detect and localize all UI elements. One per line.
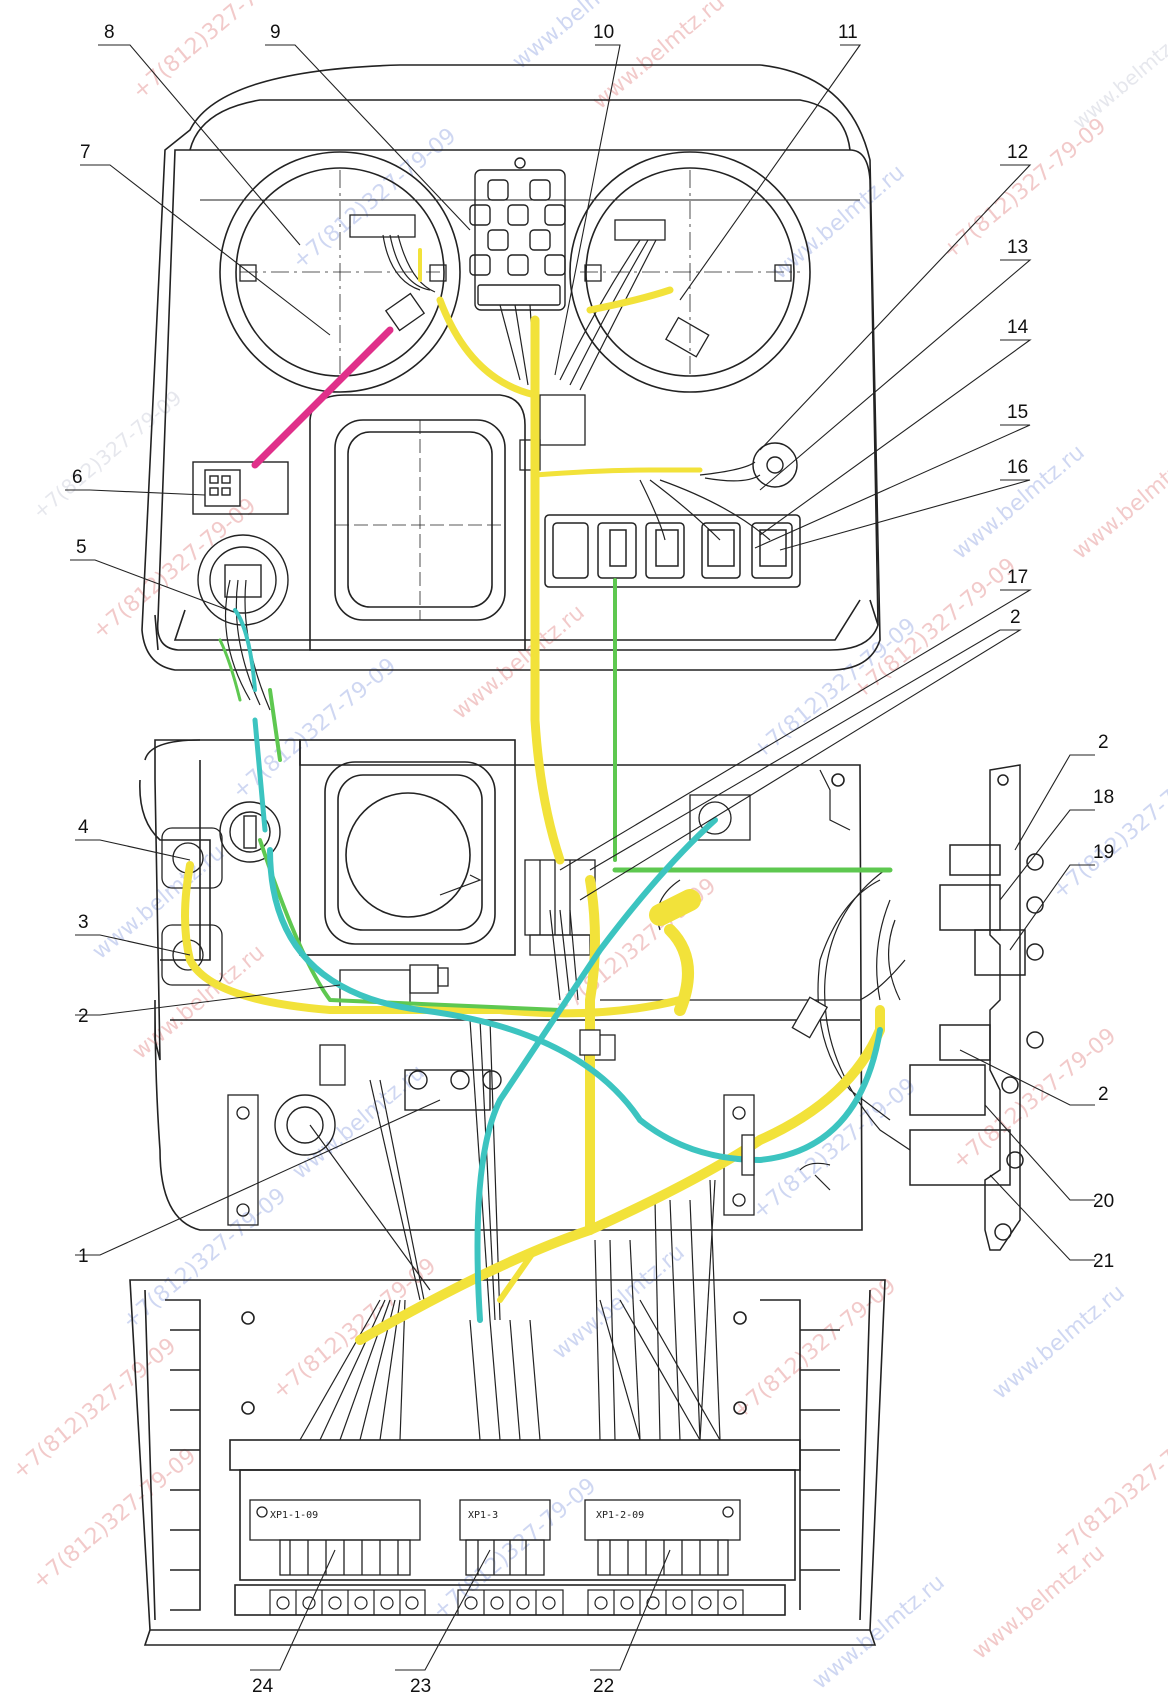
watermark-site: www.belmtz.ru xyxy=(448,600,590,725)
watermark-site: www.belmtz.ru xyxy=(988,1280,1130,1405)
right-gauge xyxy=(569,151,811,393)
callout-18: 18 xyxy=(1093,787,1114,808)
callout-23: 23 xyxy=(410,1676,431,1697)
left-gauge xyxy=(219,151,461,393)
yellow-harness xyxy=(181,248,885,1345)
callout-1: 1 xyxy=(78,1246,89,1267)
watermark-site: www.belmtz.ru xyxy=(1068,20,1168,134)
callout-labels: 8 9 10 11 7 12 13 14 15 16 17 2 6 5 4 3 … xyxy=(72,22,1114,1697)
callout-16: 16 xyxy=(1007,457,1028,478)
watermark-phone: +7(812)327-79-09 xyxy=(128,0,301,105)
callout-2-left: 2 xyxy=(78,1006,89,1027)
lower-panel xyxy=(129,1279,886,1646)
connector-6 xyxy=(192,461,289,515)
relay-bracket xyxy=(909,764,1044,1251)
callout-20: 20 xyxy=(1093,1191,1114,1212)
callout-13: 13 xyxy=(1007,237,1028,258)
gauge-connectors xyxy=(349,214,710,471)
instrument-panel-housing xyxy=(141,64,881,671)
thin-wires xyxy=(224,234,911,1441)
watermark-phone: +7(812)327-79-09 xyxy=(948,1023,1121,1174)
callout-2-right-bottom: 2 xyxy=(1098,1084,1109,1105)
harness-plugs xyxy=(579,996,829,1176)
watermark-phone: +7(812)327-79-09 xyxy=(428,1473,601,1624)
callout-12: 12 xyxy=(1007,142,1028,163)
callout-24: 24 xyxy=(252,1676,274,1697)
callout-10: 10 xyxy=(593,22,614,43)
callout-8: 8 xyxy=(104,22,115,43)
cyan-harness xyxy=(233,608,883,1323)
callout-3: 3 xyxy=(78,912,89,933)
round-connector-top-right xyxy=(689,794,751,841)
callout-2-upper: 2 xyxy=(1010,607,1021,628)
connector-22 xyxy=(584,1499,741,1576)
watermark-site: www.belmtz.ru xyxy=(548,1240,690,1365)
watermark-phone: +7(812)327-79-09 xyxy=(118,1183,291,1334)
watermark-phone: +7(812)327-79-09 xyxy=(8,1333,181,1484)
callout-14: 14 xyxy=(1007,317,1029,338)
callout-19: 19 xyxy=(1093,842,1114,863)
watermark-site: www.belmtz.ru xyxy=(588,0,730,115)
central-display-housing xyxy=(309,394,526,651)
connector-24 xyxy=(249,1499,421,1576)
grommet xyxy=(274,1094,336,1156)
callout-4: 4 xyxy=(78,817,89,838)
leader-lines xyxy=(65,44,1095,1671)
connector-23 xyxy=(459,1499,551,1576)
watermark-phone: +7(812)327-79-09 xyxy=(88,493,261,644)
watermark-site: www.belmtz.ru xyxy=(768,160,910,285)
switch-bank xyxy=(544,514,801,588)
callout-7: 7 xyxy=(80,142,91,163)
callout-17: 17 xyxy=(1007,567,1028,588)
magenta-harness xyxy=(251,326,394,469)
watermark-phone: +7(812)327-79-09 xyxy=(748,613,921,764)
watermark-site: www.belmtz.ru xyxy=(808,1570,950,1695)
watermark-phone: +7(812)327-79-09 xyxy=(28,1443,201,1594)
callout-15: 15 xyxy=(1007,402,1028,423)
connector-12 xyxy=(752,442,798,488)
watermark-phone: +7(812)327-79-09 xyxy=(1048,1413,1168,1564)
callout-9: 9 xyxy=(270,22,281,43)
indicator-lamp-block xyxy=(469,157,566,311)
watermark-site: www.belmtz.ru xyxy=(968,1540,1110,1665)
callout-6: 6 xyxy=(72,467,83,488)
watermark-phone: +7(812)327-79-09 xyxy=(1048,753,1168,904)
connector-23-code: XP1-3 xyxy=(468,1510,498,1521)
central-connector xyxy=(524,859,596,956)
watermark-phone: +7(812)327-79-09 xyxy=(268,1253,441,1404)
callout-5: 5 xyxy=(76,537,87,558)
callout-2-right-top: 2 xyxy=(1098,732,1109,753)
watermark-site: www.belmtz.ru xyxy=(288,1060,430,1185)
symbol-strip xyxy=(269,1589,744,1616)
watermark-phone: +7(812)327-79-09 xyxy=(728,1273,901,1424)
connector-22-code: XP1-2-09 xyxy=(596,1510,644,1521)
callout-11: 11 xyxy=(838,22,858,43)
middle-panel xyxy=(139,739,863,1231)
callout-21: 21 xyxy=(1093,1251,1114,1272)
callout-22: 22 xyxy=(593,1676,614,1697)
connector-24-code: XP1-1-09 xyxy=(270,1510,318,1521)
switch-5 xyxy=(197,534,289,626)
